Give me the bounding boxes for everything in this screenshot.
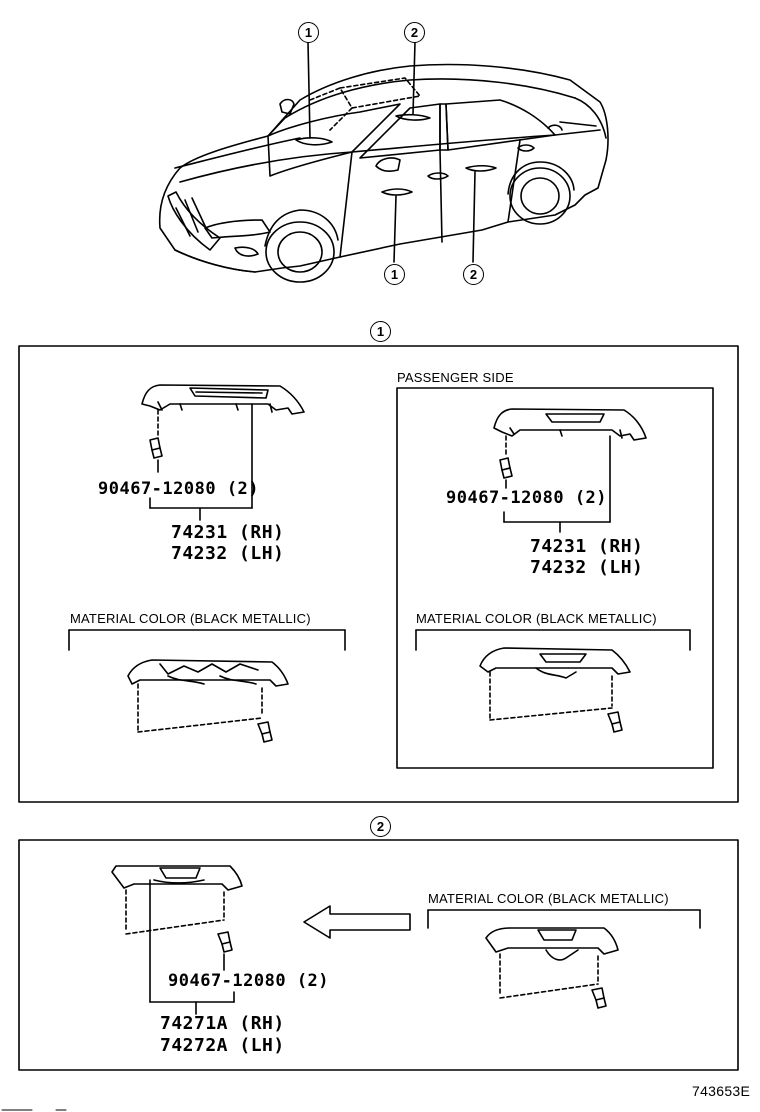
section2-callout: 2	[370, 816, 391, 837]
section1-left-trim	[141, 384, 305, 521]
section1-right-material	[415, 629, 691, 733]
section1-callout: 1	[370, 321, 391, 342]
section1-frame	[18, 345, 739, 803]
section2-right-material	[427, 909, 701, 1009]
s1-right-part-lh: 74232 (LH)	[530, 557, 644, 578]
s2-material-label: MATERIAL COLOR (BLACK METALLIC)	[428, 891, 669, 906]
s2-part-lh: 74272A (LH)	[160, 1035, 285, 1056]
callout-1-top: 1	[298, 22, 319, 43]
car-illustration	[158, 41, 609, 283]
s2-fastener-number: 90467-12080 (2)	[168, 971, 330, 991]
s1-left-part-rh: 74231 (RH)	[171, 522, 285, 543]
section2-frame	[18, 839, 739, 1071]
s1-right-part-rh: 74231 (RH)	[530, 536, 644, 557]
section2-left-trim	[111, 865, 243, 1015]
s2-part-rh: 74271A (RH)	[160, 1013, 285, 1034]
direction-arrow	[303, 905, 411, 939]
callout-2-top: 2	[404, 22, 425, 43]
s1-right-material-label: MATERIAL COLOR (BLACK METALLIC)	[416, 611, 657, 626]
passenger-side-frame	[396, 387, 714, 769]
s1-right-fastener-number: 90467-12080 (2)	[446, 488, 608, 508]
callout-2-bottom: 2	[463, 264, 484, 285]
section1-left-material	[68, 629, 346, 743]
s1-left-material-label: MATERIAL COLOR (BLACK METALLIC)	[70, 611, 311, 626]
s1-left-part-lh: 74232 (LH)	[171, 543, 285, 564]
s1-left-fastener-number: 90467-12080 (2)	[98, 479, 260, 499]
figure-code: 743653E	[692, 1083, 751, 1099]
passenger-side-heading: PASSENGER SIDE	[397, 370, 514, 385]
callout-1-bottom: 1	[384, 264, 405, 285]
section1-right-trim	[493, 408, 647, 533]
